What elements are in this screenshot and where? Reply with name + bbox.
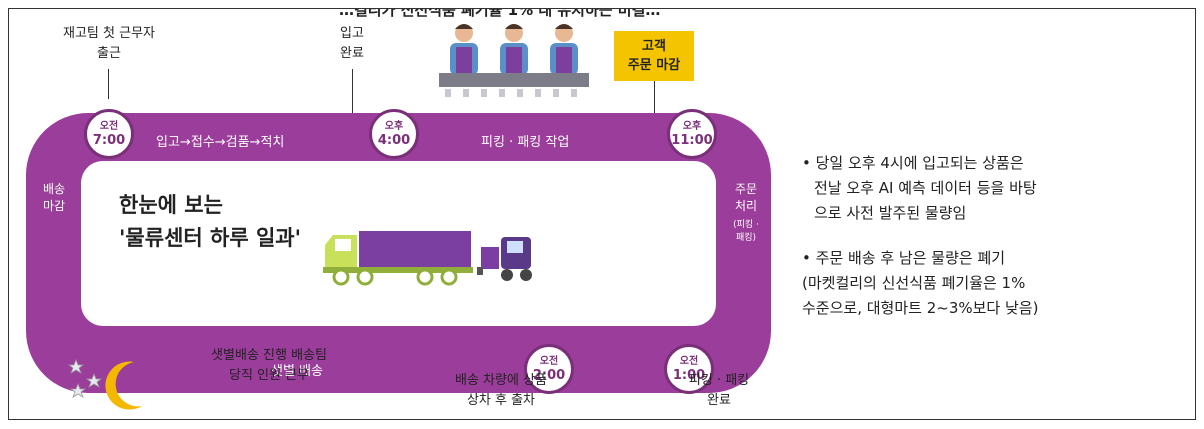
stars-icon bbox=[67, 358, 103, 398]
clock-2300: 오후 11:00 bbox=[667, 109, 717, 159]
worker-icon-3 bbox=[550, 24, 578, 75]
clock-0100: 오전 1:00 bbox=[664, 344, 714, 394]
clock-0700: 오전 7:00 bbox=[84, 109, 134, 159]
daily-cycle-loop: 입고→접수→검품→적치 피킹 · 패킹 작업 샛별 배송 배송 마감 주문 처리… bbox=[26, 113, 771, 393]
label-picking-done: 피킹 · 패킹 완료 bbox=[688, 373, 750, 408]
worker-icon-1 bbox=[450, 24, 478, 75]
cropped-header-text: …컬리가 신선식품 폐기율 1% 대 유지하는 비결… bbox=[339, 8, 661, 19]
workers-illustration bbox=[439, 24, 589, 97]
label-dispatch: 배송 차량에 상품 상차 후 출차 bbox=[455, 373, 547, 408]
loop-text-inbound-process: 입고→접수→검품→적치 bbox=[156, 135, 285, 150]
conveyor-belt-icon bbox=[439, 73, 589, 87]
loop-text-picking-packing: 피킹 · 패킹 작업 bbox=[481, 135, 570, 150]
worker-icon-2 bbox=[500, 24, 528, 75]
moon-stars-illustration bbox=[67, 358, 142, 410]
label-inbound-done: 입고 완료 bbox=[340, 26, 364, 61]
forklift-icon bbox=[477, 237, 532, 281]
note-disposal-rate: • 주문 배송 후 남은 물량은 폐기 (마켓컬리의 신선식품 폐기율은 1% … bbox=[802, 249, 1039, 317]
loop-side-order-processing: 주문 처리 (피킹 · 패킹) bbox=[733, 182, 759, 243]
order-close-badge: 고객 주문 마감 bbox=[614, 31, 694, 81]
truck-icon bbox=[323, 231, 473, 286]
clock-1600: 오후 4:00 bbox=[369, 109, 419, 159]
truck-forklift-illustration bbox=[323, 231, 532, 286]
leader-line bbox=[108, 69, 109, 99]
loop-side-delivery-close: 배송 마감 bbox=[42, 182, 66, 213]
diagram-frame: …컬리가 신선식품 폐기율 1% 대 유지하는 비결… 재고팀 첫 근무자 출근… bbox=[8, 8, 1196, 420]
loop-center-panel: 한눈에 보는 '물류센터 하루 일과' bbox=[81, 161, 716, 326]
note-inbound-forecast: • 당일 오후 4시에 입고되는 상품은 전날 오후 AI 예측 데이터 등을 … bbox=[802, 154, 1037, 222]
moon-icon bbox=[105, 361, 142, 410]
loop-text-night-delivery: 샛별 배송 bbox=[271, 364, 323, 379]
clock-0200: 오전 2:00 bbox=[524, 344, 574, 394]
explanatory-notes: • 당일 오후 4시에 입고되는 상품은 전날 오후 AI 예측 데이터 등을 … bbox=[802, 151, 1192, 321]
diagram-title: 한눈에 보는 '물류센터 하루 일과' bbox=[119, 193, 302, 250]
label-night-delivery-team: 샛별배송 진행 배송팀 당직 인원 근무 bbox=[211, 348, 327, 383]
label-stock-team: 재고팀 첫 근무자 출근 bbox=[63, 26, 155, 61]
